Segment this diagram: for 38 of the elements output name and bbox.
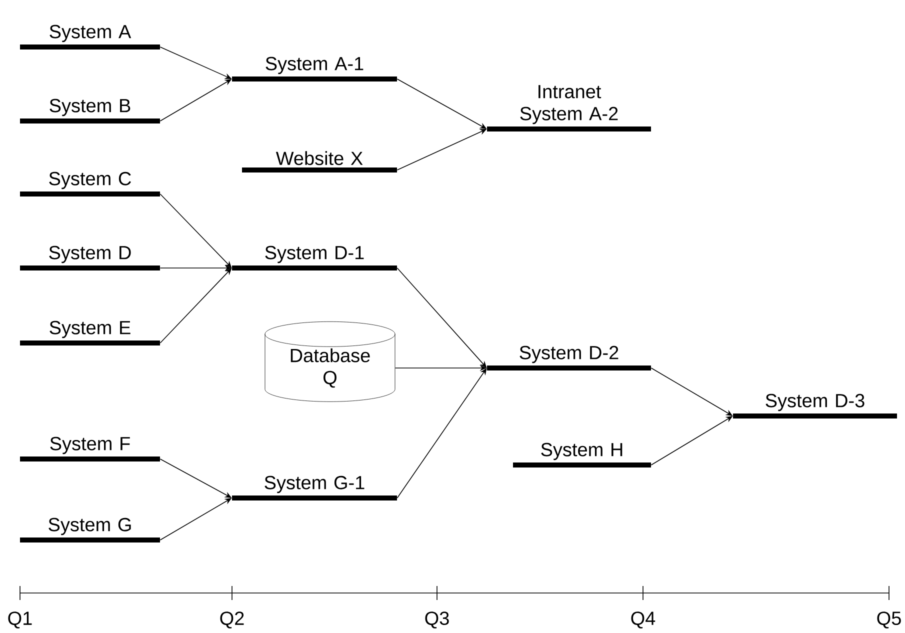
timeline-bar: System E [20, 320, 160, 346]
timeline-bar: System D-2 [487, 346, 651, 370]
axis-label: Q2 [220, 612, 244, 628]
node-label: System F [50, 436, 130, 454]
timeline-bar: System A [20, 24, 160, 50]
timeline-bar: System F [20, 436, 160, 462]
node-label: System D-1 [265, 246, 364, 264]
node-label: System C [49, 172, 131, 190]
timeline-bar: System G [20, 518, 160, 542]
timeline-bar: System D-3 [733, 394, 897, 418]
timeline-bar: Intranet System A-2 [487, 85, 651, 132]
node-label: System D-3 [766, 394, 864, 412]
node-label: System E [50, 320, 130, 338]
node-label: System G-1 [264, 476, 364, 494]
arrow [396, 368, 487, 498]
timeline-bar: System B [20, 98, 160, 124]
timeline-bar: System G-1 [232, 476, 397, 500]
node-label: System D-2 [520, 346, 618, 364]
axis-label: Q5 [877, 612, 901, 628]
timeline-bar: Website X [242, 151, 397, 172]
node-label: System D [49, 246, 131, 264]
node-label: System H [541, 442, 622, 460]
axis-label: Q4 [631, 612, 656, 628]
arrow [396, 268, 487, 368]
node-label: Website X [276, 151, 363, 166]
timeline-bar: System H [513, 442, 651, 468]
timeline-bar: System D [20, 246, 160, 270]
node-label: System A [50, 24, 132, 42]
node-label: System G [48, 518, 131, 536]
axis-label: Q3 [425, 612, 449, 628]
node-label: Intranet System A-2 [520, 85, 618, 124]
timeline-bar: System D-1 [232, 246, 397, 270]
timeline-bar: System A-1 [232, 56, 397, 82]
timeline-bar: System C [20, 172, 160, 196]
node-label: System A-1 [266, 56, 364, 74]
axis-label: Q1 [8, 612, 32, 628]
node-label: System B [50, 98, 130, 116]
database-cylinder: Database Q [264, 321, 396, 402]
